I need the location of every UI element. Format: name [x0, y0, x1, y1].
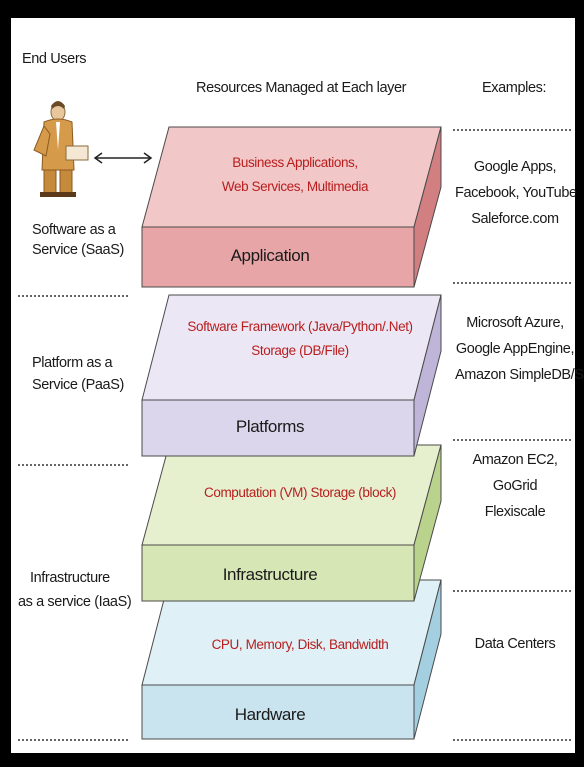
end-users-label: End Users [22, 51, 87, 67]
double-arrow-icon [93, 152, 153, 164]
resources-hardware: CPU, Memory, Disk, Bandwidth [211, 637, 389, 652]
saas-label-line1: Software as a [32, 222, 116, 238]
separator-lines [18, 129, 572, 741]
layer-name-hardware: Hardware [234, 705, 306, 724]
example-paas-line3: Amazon SimpleDB/S3 [455, 367, 584, 383]
resources-infrastructure: Computation (VM) Storage (block) [203, 485, 397, 500]
layer-slab-infrastructure [141, 444, 442, 602]
resources-platforms-line2: Storage (DB/File) [251, 343, 349, 358]
layer-name-infrastructure: Infrastructure [222, 565, 318, 584]
layer-slab-application [141, 126, 442, 288]
layer-hardware-front-face [141, 684, 415, 740]
example-saas-line3: Saleforce.com [471, 211, 559, 227]
layer-application-front-face [141, 226, 415, 288]
example-hardware-line1: Data Centers [474, 636, 556, 652]
iaas-label-line1: Infrastructure [30, 570, 110, 586]
resources-application-line2: Web Services, Multimedia [221, 179, 369, 194]
example-paas-line2: Google AppEngine, [455, 341, 575, 357]
iaas-label-line2: as a service (IaaS) [18, 594, 132, 610]
end-user-icon [33, 101, 89, 197]
example-iaas-line3: Flexiscale [484, 504, 546, 520]
paas-label-line2: Service (PaaS) [32, 377, 124, 393]
layer-infrastructure-front-face [141, 544, 415, 602]
example-saas-line2: Facebook, YouTube [455, 185, 577, 201]
resources-header: Resources Managed at Each layer [196, 80, 407, 96]
layer-name-application: Application [230, 246, 310, 265]
resources-platforms-line1: Software Framework (Java/Python/.Net) [187, 319, 413, 334]
layer-name-platforms: Platforms [235, 417, 305, 436]
resources-application-line1: Business Applications, [232, 155, 358, 170]
saas-label-line2: Service (SaaS) [32, 242, 124, 258]
layer-platforms-front-face [141, 399, 415, 457]
examples-header: Examples: [482, 80, 547, 96]
example-paas-line1: Microsoft Azure, [466, 315, 564, 331]
example-iaas-line1: Amazon EC2, [472, 452, 558, 468]
layer-application-top-face [141, 126, 442, 228]
layer-slab-platforms [141, 294, 442, 457]
paas-label-line1: Platform as a [32, 355, 113, 371]
example-iaas-line2: GoGrid [492, 478, 538, 494]
layer-slab-hardware [141, 579, 442, 740]
example-saas-line1: Google Apps, [473, 159, 557, 175]
